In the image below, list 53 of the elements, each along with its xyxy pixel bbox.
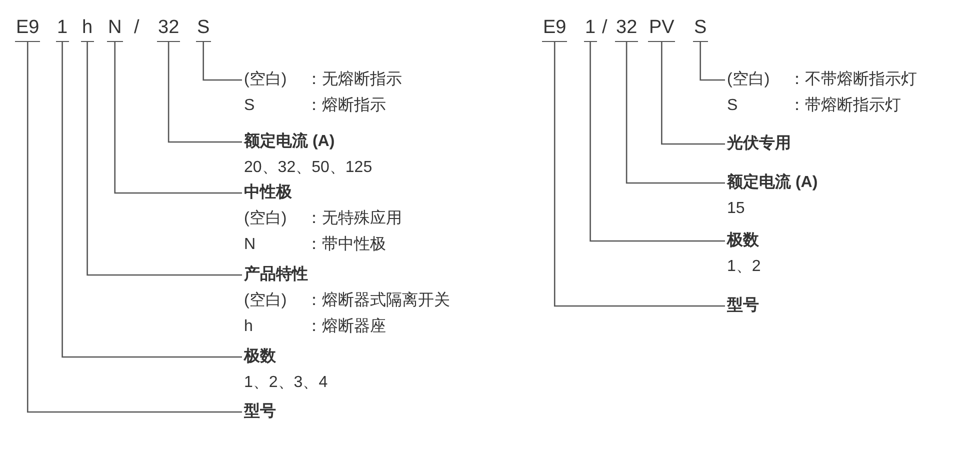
- code-segment: PV: [648, 17, 676, 42]
- leader-line: [590, 42, 725, 242]
- option-key: (空白): [727, 67, 770, 93]
- code-segment: 32: [615, 17, 638, 42]
- heading-text: 型号: [727, 296, 759, 316]
- code-segment: E9: [542, 17, 568, 42]
- value-text: 20、32、50、125: [244, 158, 372, 178]
- code-segment: h: [81, 17, 94, 42]
- code-segment: S: [693, 17, 708, 42]
- leader-line: [554, 42, 725, 307]
- heading-text: 型号: [244, 402, 276, 422]
- option-key: S: [244, 93, 255, 119]
- heading-text: 光伏专用: [727, 133, 791, 154]
- leader-line: [86, 42, 242, 276]
- option-value: ：熔断指示: [306, 96, 386, 116]
- code-segment: S: [196, 17, 211, 42]
- option-value: ：熔断器座: [306, 316, 386, 337]
- leader-line: [700, 42, 725, 81]
- code-segment: 32: [157, 17, 180, 42]
- separator-text: /: [134, 17, 140, 39]
- value-text: 15: [727, 199, 745, 219]
- leader-line: [62, 42, 242, 358]
- option-value: ：无特殊应用: [306, 208, 402, 229]
- option-value: ：熔断器式隔离开关: [306, 290, 450, 311]
- leader-line: [114, 42, 242, 194]
- code-segment: N: [107, 17, 123, 42]
- separator-text: /: [602, 17, 608, 39]
- leader-line: [626, 42, 725, 184]
- code-segment: 1: [584, 17, 597, 42]
- option-value: ：带中性极: [306, 234, 386, 255]
- value-text: 1、2: [727, 257, 761, 277]
- heading-text: 额定电流 (A): [244, 131, 335, 152]
- heading-text: 产品特性: [244, 264, 308, 285]
- code-segment: E9: [15, 17, 40, 42]
- option-key: S: [727, 93, 738, 119]
- option-key: N: [244, 232, 256, 258]
- option-key: (空白): [244, 288, 287, 314]
- leader-line: [202, 42, 242, 81]
- value-text: 1、2、3、4: [244, 373, 328, 393]
- heading-text: 额定电流 (A): [727, 172, 818, 193]
- heading-text: 中性极: [244, 182, 292, 203]
- leader-line: [168, 42, 242, 143]
- option-value: ：无熔断指示: [306, 70, 402, 90]
- heading-text: 极数: [727, 230, 759, 251]
- option-key: (空白): [244, 206, 287, 232]
- option-key: h: [244, 314, 253, 340]
- code-segment: 1: [56, 17, 69, 42]
- leader-line: [661, 42, 725, 145]
- option-value: ：带熔断指示灯: [789, 96, 901, 116]
- heading-text: 极数: [244, 346, 276, 367]
- option-key: (空白): [244, 67, 287, 93]
- option-value: ：不带熔断指示灯: [789, 70, 917, 90]
- leader-line: [26, 42, 242, 413]
